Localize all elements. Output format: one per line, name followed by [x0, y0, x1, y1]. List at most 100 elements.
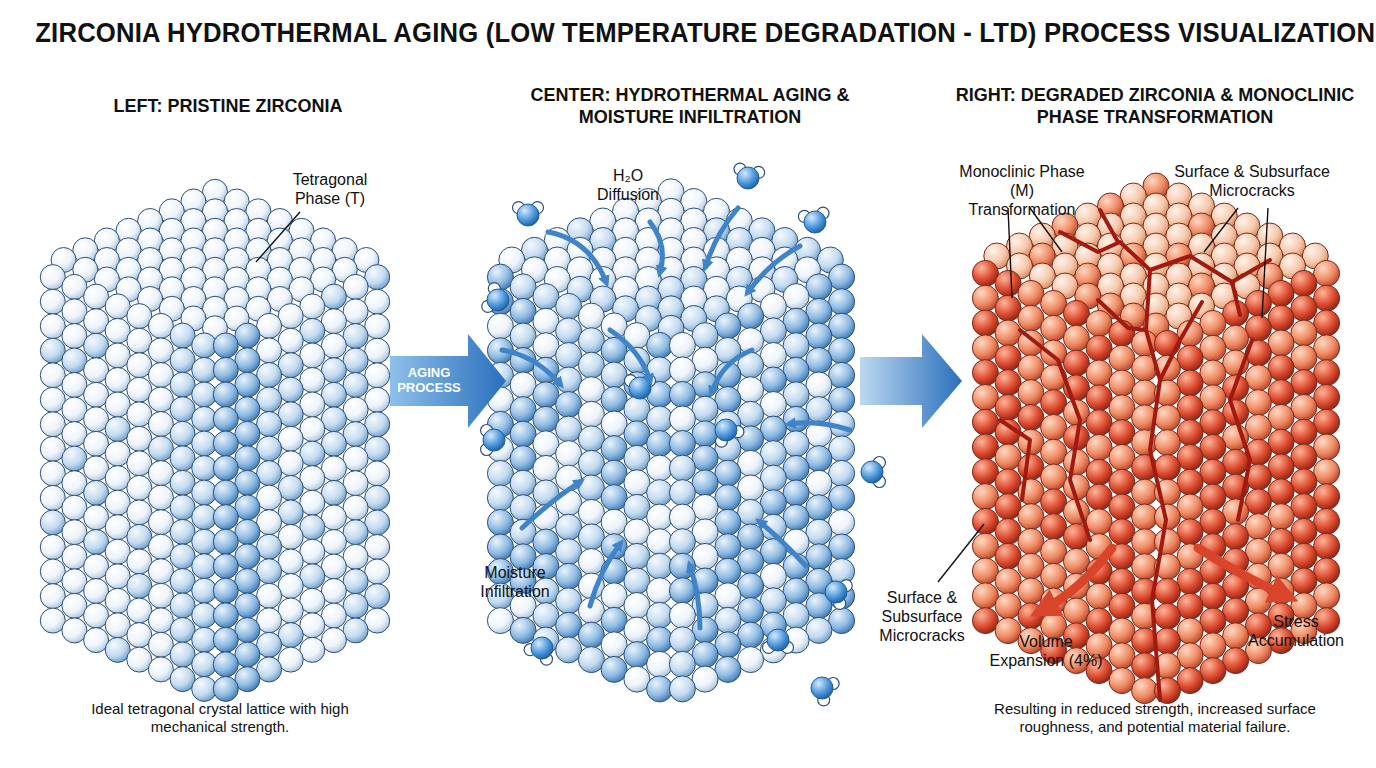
lattice-atom — [578, 426, 604, 452]
lattice-atom — [1223, 449, 1249, 475]
lattice-atom — [213, 456, 238, 481]
lattice-atom — [533, 455, 559, 481]
lattice-atom — [1177, 568, 1203, 594]
leader-lines — [256, 208, 1268, 582]
oxygen-atom — [861, 461, 883, 483]
panel-heading: LEFT: PRISTINE ZIRCONIA — [28, 96, 428, 118]
lattice-atom — [1154, 405, 1180, 431]
lattice-atom — [715, 607, 741, 633]
lattice-atom — [1200, 310, 1226, 336]
lattice-atom — [783, 480, 809, 506]
lattice-atom — [715, 485, 741, 511]
lattice-atom — [1154, 603, 1180, 629]
lattice-atom — [510, 421, 536, 447]
lattice-atom — [1154, 454, 1180, 480]
leader-line — [1204, 208, 1238, 252]
lattice-atom — [578, 622, 604, 648]
lattice-atom — [760, 343, 786, 369]
lattice-atom — [624, 494, 650, 520]
lattice-atom — [1268, 553, 1294, 579]
lattice-atom — [1223, 598, 1249, 624]
lattice-atom — [213, 382, 238, 407]
lattice-atom — [1177, 643, 1203, 669]
lattice-atom — [806, 397, 832, 423]
lattice-atom — [783, 455, 809, 481]
lattice-atom — [1314, 409, 1340, 435]
lattice-atom — [783, 284, 809, 310]
moisture-arrow — [760, 522, 806, 566]
lattice-atom — [1291, 419, 1317, 445]
lattice-atom — [1314, 508, 1340, 534]
moisture-arrow — [610, 330, 650, 380]
lattice-atom — [829, 362, 855, 388]
lattice-atom — [647, 455, 673, 481]
lattice-atom — [578, 328, 604, 354]
lattice-atom — [1109, 494, 1135, 520]
lattice-atom — [972, 558, 998, 584]
oxygen-atom — [487, 289, 509, 311]
lattice-atom — [1314, 558, 1340, 584]
lattice-atom — [1018, 305, 1044, 331]
lattice-atom — [1109, 469, 1135, 495]
lattice-atom — [1018, 578, 1044, 604]
lattice-atom — [806, 519, 832, 545]
lattice-atom — [692, 323, 718, 349]
lattice-atom — [995, 295, 1021, 321]
lattice-atom — [1177, 420, 1203, 446]
lattice-atom — [995, 494, 1021, 520]
moisture-arrow — [706, 208, 738, 266]
lattice-atom — [556, 637, 582, 663]
microcracks — [1000, 210, 1270, 700]
lattice-atom — [556, 539, 582, 565]
lattice-atom — [1223, 623, 1249, 649]
lattice-atom — [556, 318, 582, 344]
lattice-atom — [669, 431, 695, 457]
lattice-atom — [972, 310, 998, 336]
lattice-atom — [669, 382, 695, 408]
lattice-atom — [829, 289, 855, 315]
lattice-atom — [972, 533, 998, 559]
lattice-atom — [669, 504, 695, 530]
lattice-atom — [1177, 618, 1203, 644]
lattice-atom — [1018, 355, 1044, 381]
lattice-atom — [533, 333, 559, 359]
moisture-arrow — [690, 566, 700, 628]
lattice-atom — [624, 396, 650, 422]
lattice-atom — [806, 544, 832, 570]
lattice-atom — [1132, 380, 1158, 406]
lattice-atom — [1063, 598, 1089, 624]
lattice-atom — [647, 480, 673, 506]
lattice-atom — [1041, 563, 1067, 589]
lattice-atom — [1109, 668, 1135, 694]
lattice-atom — [1109, 519, 1135, 545]
lattice-atom — [783, 529, 809, 555]
lattice-atom — [1223, 524, 1249, 550]
lattice-atom — [1132, 504, 1158, 530]
lattice-atom — [669, 578, 695, 604]
lattice-atom — [1086, 509, 1112, 535]
lattice-atom — [1245, 489, 1271, 515]
moisture-arrow — [522, 482, 580, 528]
lattice-atom — [1291, 469, 1317, 495]
lattice-atom — [669, 529, 695, 555]
lattice-atom — [1268, 330, 1294, 356]
lattice-atom — [806, 617, 832, 643]
lattice-atom — [972, 583, 998, 609]
lattice-atom — [624, 421, 650, 447]
lattice-atom — [1063, 300, 1089, 326]
leader-line — [938, 524, 984, 582]
lattice-atom — [1086, 583, 1112, 609]
lattice-atom — [1018, 404, 1044, 430]
lattice-atom — [1268, 305, 1294, 331]
lattice-atom — [760, 392, 786, 418]
lattice-atom — [510, 617, 536, 643]
crack — [1146, 270, 1166, 700]
lattice-atom — [715, 313, 741, 339]
lattice-atom — [1200, 360, 1226, 386]
lattice-atom — [1291, 370, 1317, 396]
lattice-atom — [601, 411, 627, 437]
lattice-atom — [1314, 384, 1340, 410]
expansion-arrows — [1046, 548, 1282, 608]
diagram-title: ZIRCONIA HYDROTHERMAL AGING (LOW TEMPERA… — [35, 18, 1375, 49]
crack — [1098, 300, 1146, 330]
